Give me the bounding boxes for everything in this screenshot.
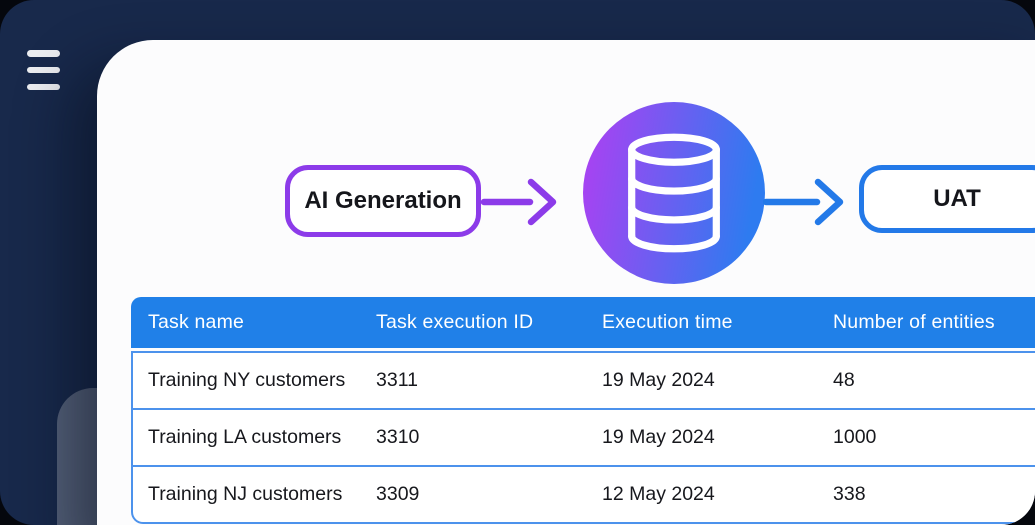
flow-node-label: UAT — [933, 185, 981, 212]
cell-number-of-entities: 1000 — [833, 426, 877, 448]
cell-number-of-entities: 48 — [833, 369, 855, 391]
flow-node-ai-generation[interactable]: AI Generation — [285, 165, 481, 237]
flow-arrow — [481, 178, 557, 226]
flow-node-uat[interactable]: UAT — [859, 165, 1035, 233]
hamburger-icon — [27, 50, 60, 57]
hamburger-icon — [27, 66, 60, 74]
table-body: Training NY customers 3311 19 May 2024 4… — [131, 351, 1035, 524]
cell-task-execution-id: 3311 — [376, 369, 418, 391]
header-cell-number-of-entities: Number of entities — [833, 311, 995, 333]
header-cell-execution-time: Execution time — [602, 311, 733, 333]
cell-execution-time: 19 May 2024 — [602, 369, 715, 391]
hamburger-icon — [27, 83, 60, 90]
cell-task-name: Training NY customers — [148, 369, 346, 391]
table-row[interactable]: Training LA customers 3310 19 May 2024 1… — [133, 408, 1035, 465]
database-icon — [628, 133, 720, 253]
cell-execution-time: 12 May 2024 — [602, 483, 715, 505]
flow-arrow — [763, 178, 844, 226]
flow-node-label: AI Generation — [304, 187, 462, 214]
table-row[interactable]: Training NY customers 3311 19 May 2024 4… — [133, 353, 1035, 408]
cell-task-execution-id: 3310 — [376, 426, 420, 448]
cell-task-name: Training LA customers — [148, 426, 342, 448]
header-cell-task-execution-id: Task execution ID — [376, 311, 534, 333]
table-row[interactable]: Training NJ customers 3309 12 May 2024 3… — [133, 465, 1035, 522]
table-header: Task name Task execution ID Execution ti… — [131, 297, 1035, 348]
cell-number-of-entities: 338 — [833, 483, 866, 505]
cell-execution-time: 19 May 2024 — [602, 426, 715, 448]
menu-button[interactable] — [27, 50, 61, 90]
cell-task-name: Training NJ customers — [148, 483, 343, 505]
header-cell-task-name: Task name — [148, 311, 245, 333]
cell-task-execution-id: 3309 — [376, 483, 420, 505]
flow-node-database[interactable] — [583, 102, 765, 284]
